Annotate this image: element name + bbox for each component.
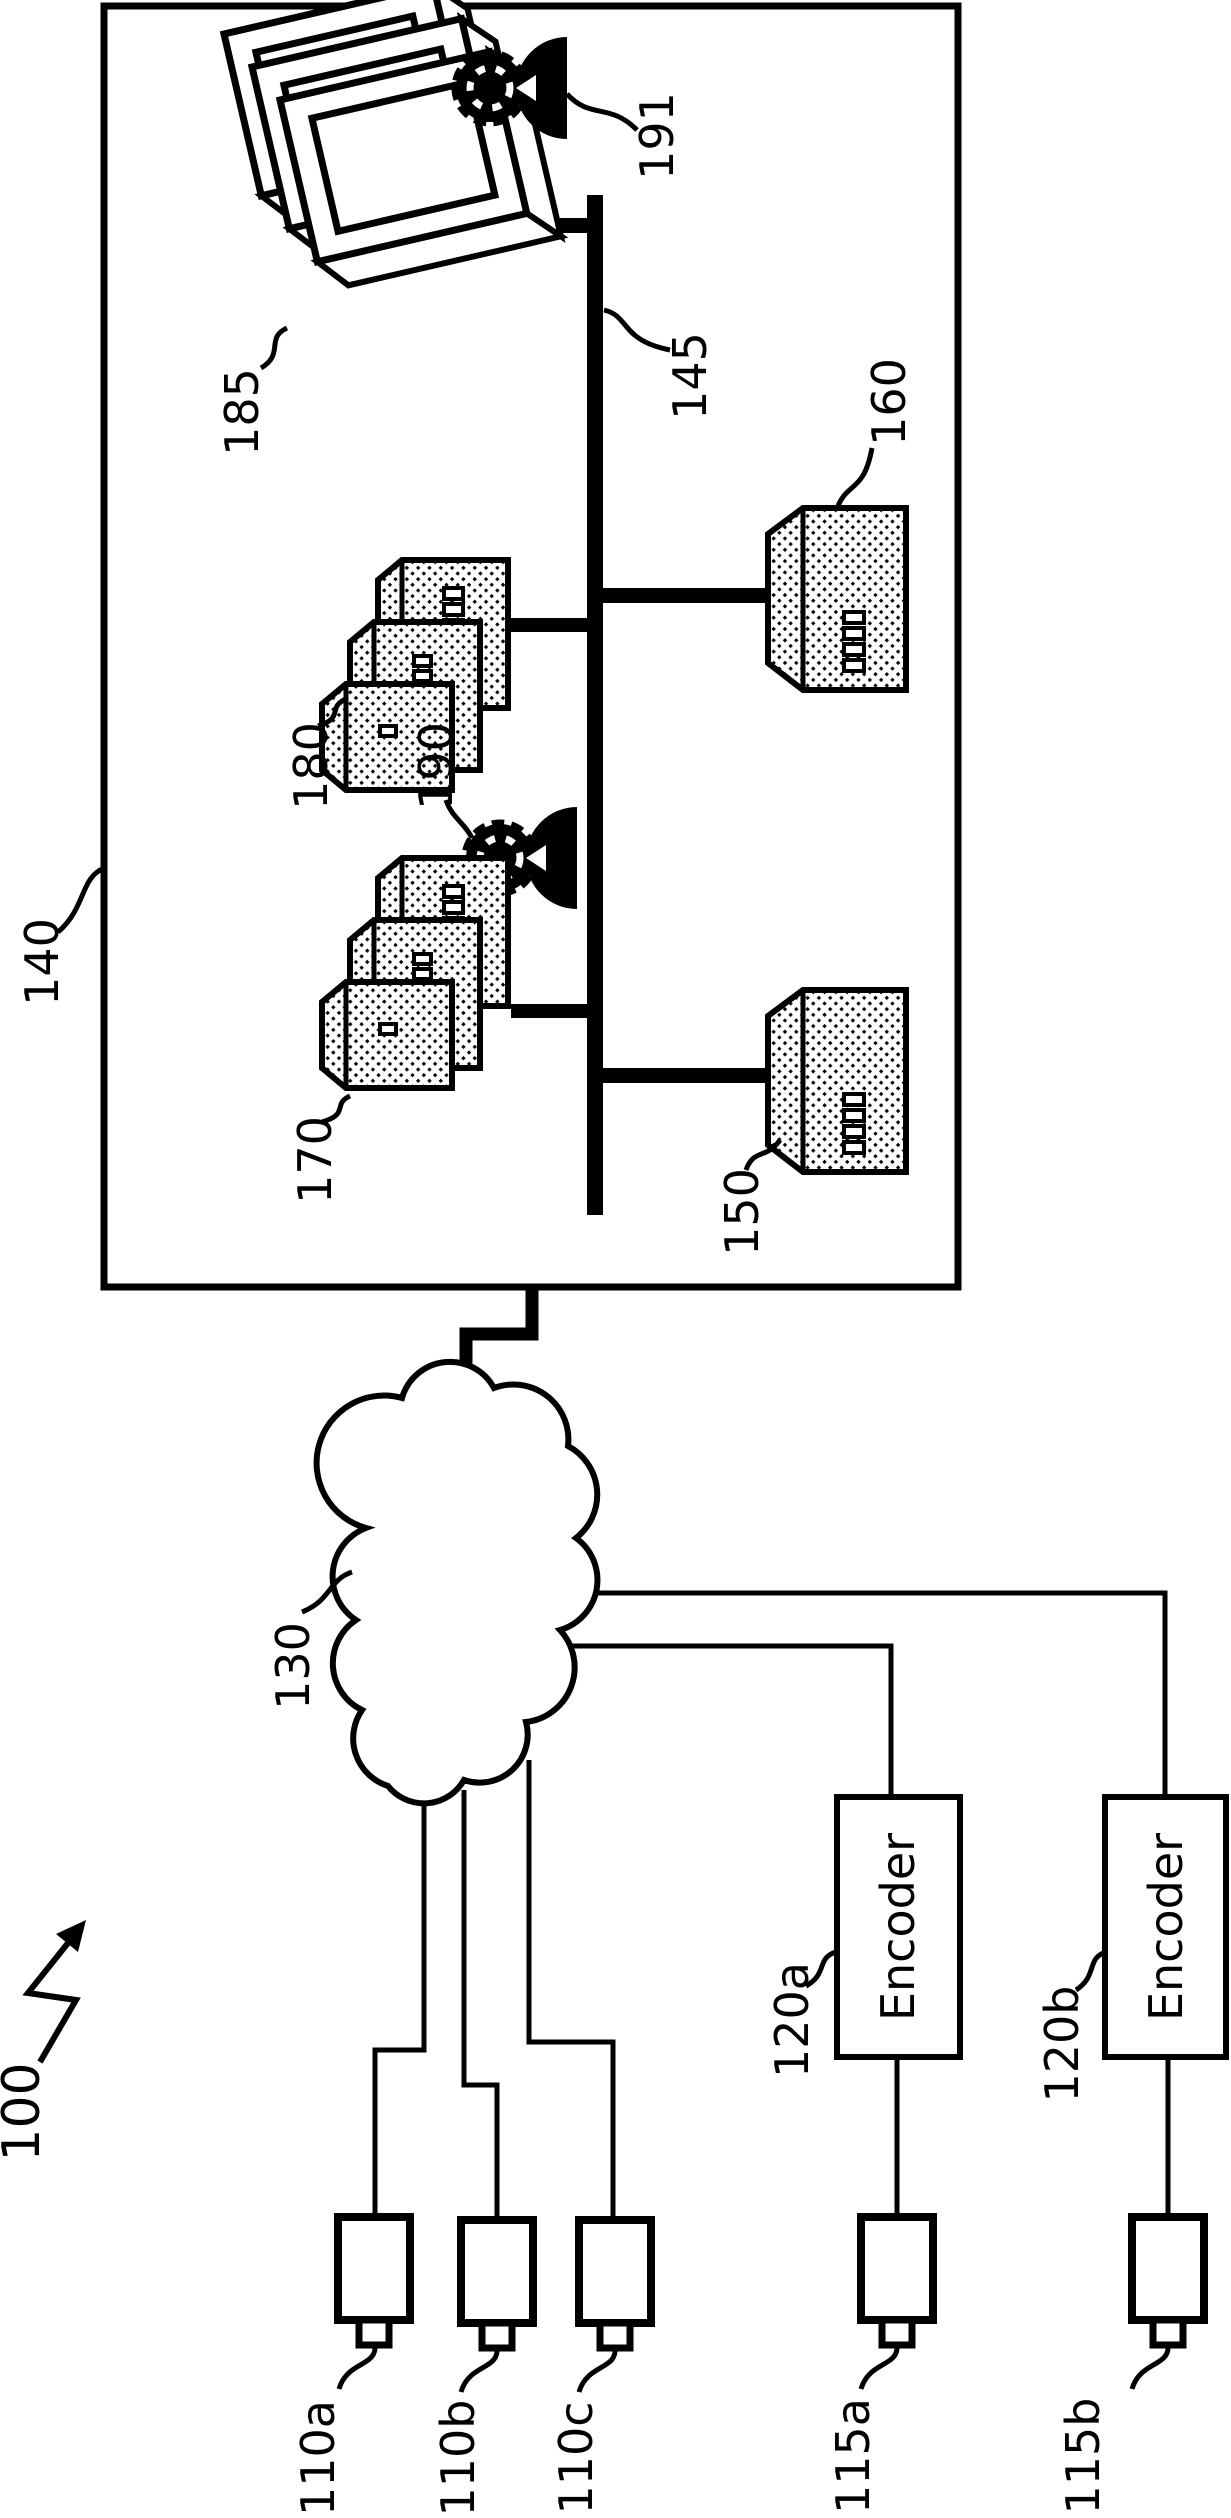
bus-stub-storage-160 [600, 588, 770, 603]
label-120b: 120b [1035, 1986, 1089, 2103]
leader-110a [339, 2345, 375, 2389]
link-cloud-to-camera-110c [529, 1760, 613, 2220]
camera-icon-115b [1132, 2217, 1204, 2345]
bus-stub-servers-170 [511, 1004, 590, 1018]
bus-stub-servers-180 [506, 618, 590, 632]
label-170: 170 [288, 1116, 342, 1204]
encoder-a-text: Encoder [871, 1833, 925, 2021]
link-cloud-to-encoder-b [560, 1593, 1165, 1797]
label-115a: 115a [826, 2398, 880, 2514]
cloud-network-icon [317, 1362, 598, 1803]
bus-stub-storage-150 [600, 1068, 770, 1083]
label-190: 190 [409, 722, 463, 810]
label-191: 191 [630, 92, 684, 180]
storage-icon-160 [768, 508, 906, 690]
label-110b: 110b [431, 2400, 485, 2517]
leader-120b [1076, 1952, 1106, 1990]
link-cloud-to-encoder-a [535, 1646, 891, 1797]
label-115b: 115b [1056, 2398, 1110, 2515]
camera-icon-110c [579, 2220, 651, 2348]
camera-icon-110b [461, 2220, 533, 2348]
label-145: 145 [663, 332, 717, 420]
label-160: 160 [862, 358, 916, 446]
link-cloud-to-camera-110a [375, 1760, 424, 2217]
encoder-b-text: Encoder [1139, 1833, 1193, 2021]
camera-icon-115a [861, 2217, 933, 2345]
label-110c: 110c [549, 2401, 603, 2514]
camera-icon-110a [338, 2217, 410, 2345]
label-120a: 120a [765, 1962, 819, 2078]
label-110a: 110a [291, 2400, 345, 2516]
storage-icon-150 [768, 990, 906, 1172]
label-185: 185 [215, 368, 269, 456]
leader-115a [861, 2345, 897, 2389]
leader-115b [1132, 2345, 1168, 2389]
leader-110b [461, 2348, 497, 2392]
leader-110c [579, 2348, 615, 2392]
label-100: 100 [0, 2062, 52, 2161]
link-cloud-to-camera-110b [464, 1790, 497, 2220]
label-140: 140 [15, 918, 69, 1006]
label-130: 130 [266, 1622, 320, 1710]
system-reference-arrow [28, 1920, 86, 2062]
label-150: 150 [715, 1168, 769, 1256]
label-180: 180 [284, 722, 338, 810]
